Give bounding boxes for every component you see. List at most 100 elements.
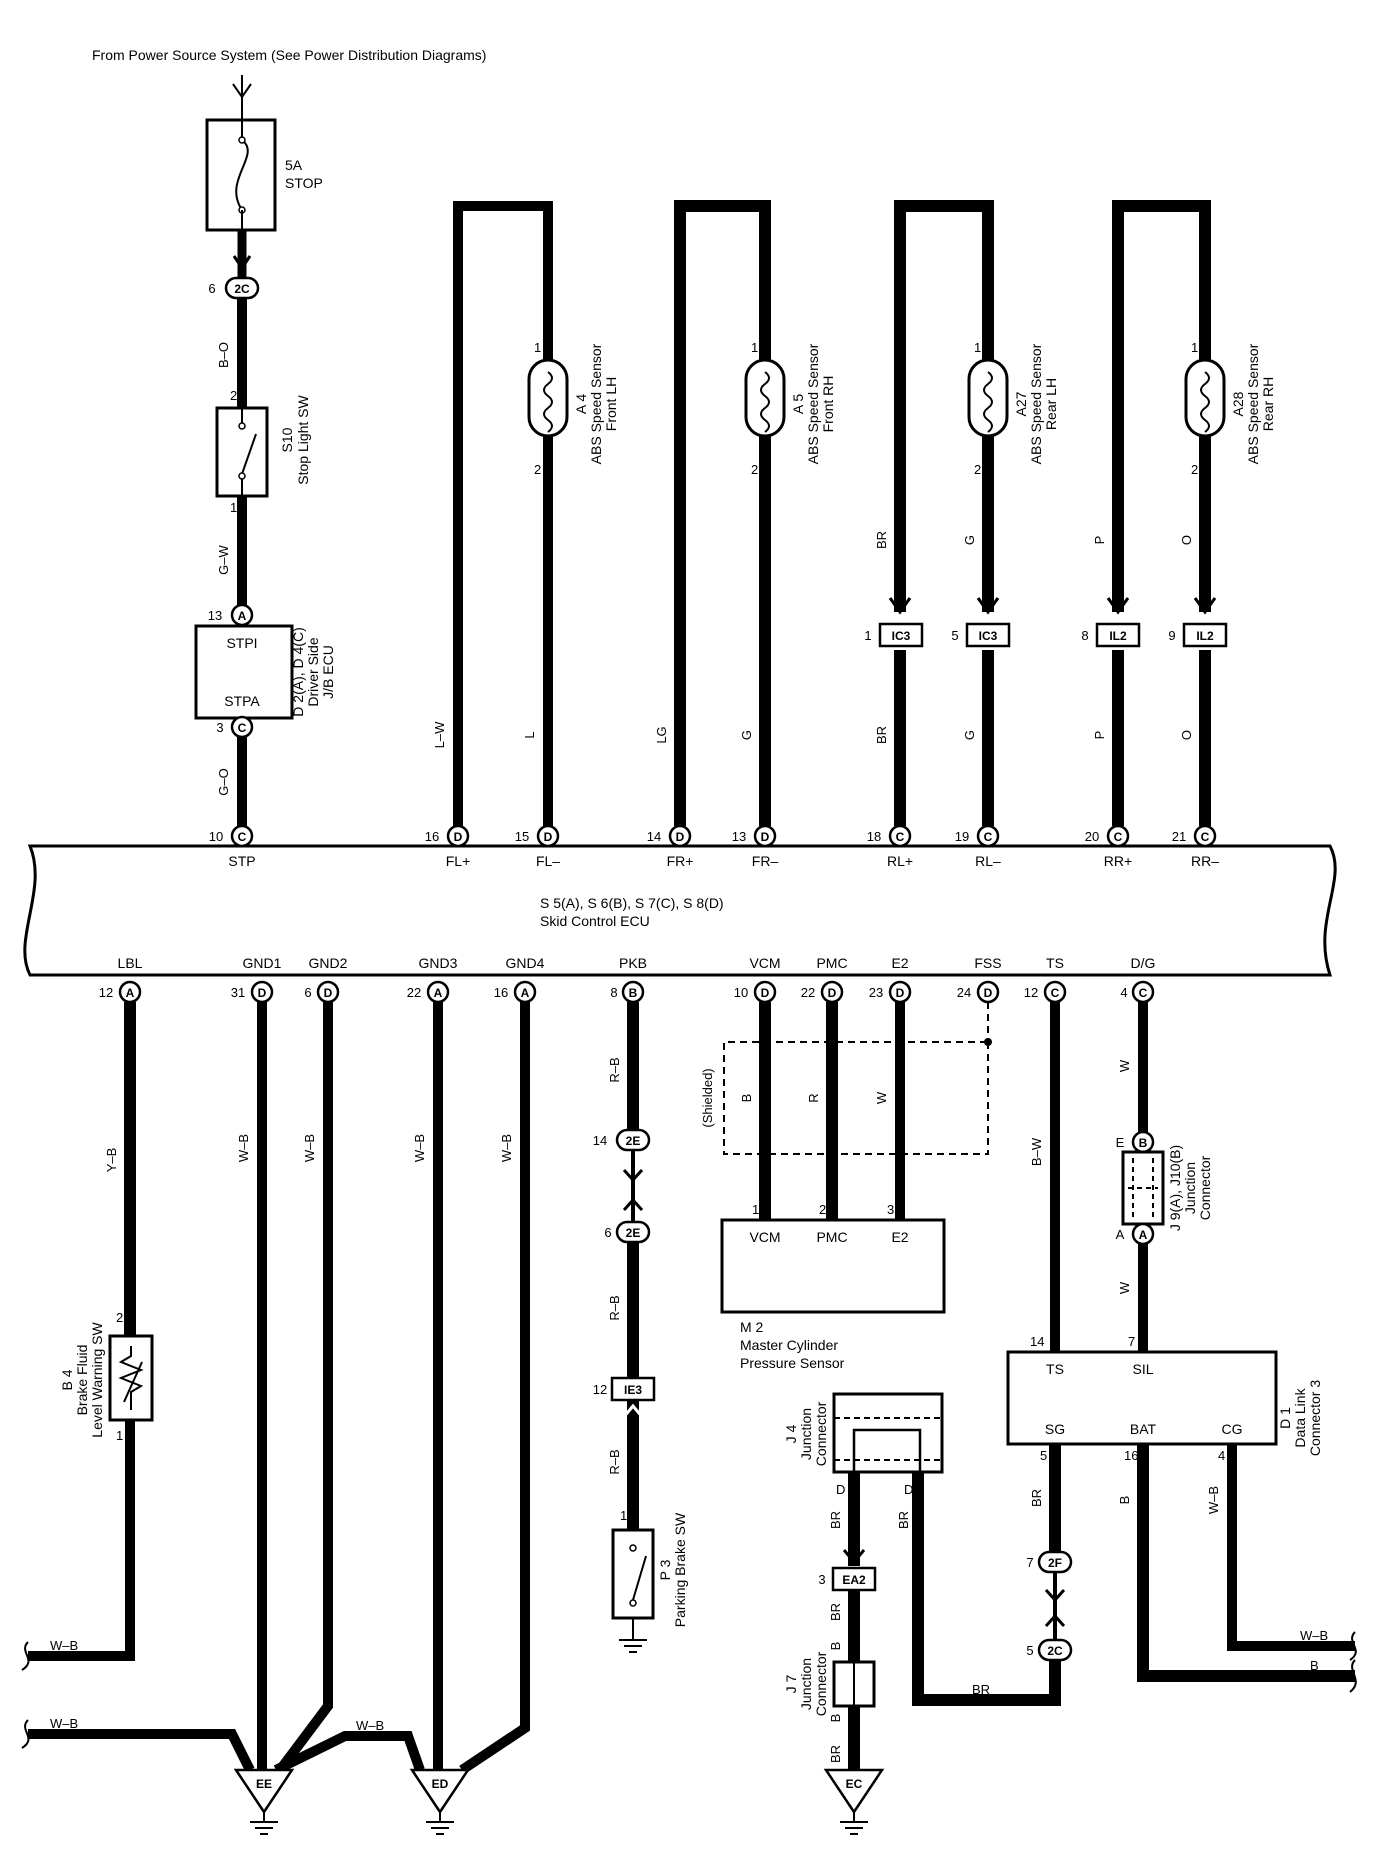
ecu-bottom-terminals: LBL A 12 GND1 D 31 GND2 D 6 GND3 A 22 GN… [99, 955, 1155, 1004]
svg-text:BR: BR [828, 1511, 843, 1529]
svg-text:3: 3 [887, 1202, 894, 1217]
svg-text:D: D [454, 830, 463, 844]
svg-text:BR: BR [874, 726, 889, 744]
svg-text:J 9(A), J10(B): J 9(A), J10(B) [1167, 1145, 1183, 1231]
svg-text:12: 12 [593, 1382, 607, 1397]
svg-text:1: 1 [752, 1202, 759, 1217]
svg-text:C: C [1201, 830, 1210, 844]
svg-text:A 4: A 4 [573, 394, 589, 414]
svg-text:BR: BR [828, 1745, 843, 1763]
svg-text:3: 3 [818, 1572, 825, 1587]
fuse-rating: 5A [285, 157, 303, 173]
svg-text:FL+: FL+ [446, 853, 471, 869]
svg-text:IC3: IC3 [892, 629, 911, 643]
connector-il2-rr-plus: IL2 [1095, 622, 1141, 648]
svg-text:W–B: W–B [236, 1134, 251, 1162]
svg-text:ABS Speed Sensor: ABS Speed Sensor [805, 343, 821, 464]
svg-text:B: B [1139, 1136, 1148, 1150]
junction-connector-j9-j10 [1121, 1150, 1165, 1226]
svg-text:6: 6 [304, 985, 311, 1000]
svg-text:18: 18 [867, 829, 881, 844]
svg-text:Junction: Junction [798, 1658, 814, 1710]
svg-text:D: D [904, 1482, 913, 1497]
svg-text:1: 1 [230, 500, 237, 515]
svg-text:BR: BR [972, 1682, 990, 1697]
svg-text:Connector: Connector [813, 1651, 829, 1716]
svg-text:EE: EE [256, 1777, 272, 1791]
svg-text:R: R [806, 1093, 821, 1102]
svg-text:1: 1 [864, 628, 871, 643]
junction-connector-j7 [832, 1660, 876, 1708]
svg-text:8: 8 [610, 985, 617, 1000]
svg-text:D: D [828, 986, 837, 1000]
svg-text:22: 22 [801, 985, 815, 1000]
connector-il2-rr-minus: IL2 [1182, 622, 1228, 648]
svg-text:P: P [1092, 536, 1107, 545]
svg-text:P 3: P 3 [657, 1559, 673, 1580]
svg-text:B: B [828, 1642, 843, 1651]
svg-text:13: 13 [732, 829, 746, 844]
svg-text:A: A [434, 986, 443, 1000]
svg-text:2: 2 [534, 462, 541, 477]
svg-text:A28: A28 [1230, 391, 1246, 416]
svg-text:CG: CG [1222, 1421, 1243, 1437]
svg-text:GND1: GND1 [243, 955, 282, 971]
svg-text:D: D [324, 986, 333, 1000]
ground-ed: ED [409, 1768, 471, 1835]
svg-text:D: D [761, 830, 770, 844]
svg-text:W: W [874, 1091, 889, 1104]
svg-text:S10: S10 [279, 427, 295, 452]
svg-text:A: A [126, 986, 135, 1000]
svg-text:D: D [544, 830, 553, 844]
svg-text:G: G [962, 730, 977, 740]
svg-text:TS: TS [1046, 1361, 1064, 1377]
svg-text:16: 16 [425, 829, 439, 844]
svg-text:E: E [1116, 1135, 1125, 1150]
svg-text:9: 9 [1168, 628, 1175, 643]
svg-text:ABS Speed Sensor: ABS Speed Sensor [1245, 343, 1261, 464]
skid-control-ecu [23, 844, 1337, 977]
svg-text:D: D [896, 986, 905, 1000]
svg-text:ED: ED [432, 1777, 449, 1791]
svg-text:A27: A27 [1013, 391, 1029, 416]
svg-text:Driver Side: Driver Side [305, 637, 321, 706]
svg-text:STP: STP [228, 853, 255, 869]
svg-text:23: 23 [869, 985, 883, 1000]
svg-text:W–B: W–B [1300, 1628, 1328, 1643]
svg-text:L: L [522, 731, 537, 738]
svg-text:SG: SG [1045, 1421, 1065, 1437]
svg-text:J 7: J 7 [783, 1674, 799, 1693]
svg-text:Front LH: Front LH [603, 377, 619, 431]
svg-text:B: B [629, 986, 638, 1000]
shield-outline [723, 1041, 989, 1155]
svg-text:1: 1 [974, 340, 981, 355]
abs-sensor-front-rh [744, 358, 786, 438]
svg-text:D: D [761, 986, 770, 1000]
svg-text:IL2: IL2 [1109, 629, 1127, 643]
svg-text:2E: 2E [626, 1226, 641, 1240]
svg-text:Master Cylinder: Master Cylinder [740, 1337, 838, 1353]
svg-text:B–O: B–O [216, 342, 231, 368]
svg-text:A: A [238, 609, 247, 623]
connector-ic3-rl-minus: IC3 [965, 622, 1011, 648]
svg-text:B: B [739, 1094, 754, 1103]
connector-ic3-rl-plus: IC3 [878, 622, 924, 648]
connector-2c-lower: 2C [1037, 1638, 1073, 1662]
svg-text:2: 2 [116, 1310, 123, 1325]
svg-text:A: A [1139, 1228, 1148, 1242]
svg-text:12: 12 [99, 985, 113, 1000]
svg-text:D 1: D 1 [1277, 1407, 1293, 1429]
svg-text:2: 2 [1191, 462, 1198, 477]
svg-text:FR+: FR+ [667, 853, 694, 869]
svg-text:W–B: W–B [356, 1718, 384, 1733]
svg-text:IL2: IL2 [1196, 629, 1214, 643]
svg-text:RR+: RR+ [1104, 853, 1132, 869]
abs-sensor-front-lh [527, 358, 569, 438]
connector-2c-top: 2C [224, 276, 260, 300]
svg-text:RL+: RL+ [887, 853, 913, 869]
svg-text:24: 24 [957, 985, 971, 1000]
svg-text:Connector: Connector [813, 1401, 829, 1466]
svg-text:ABS Speed Sensor: ABS Speed Sensor [1028, 343, 1044, 464]
svg-text:4: 4 [1120, 985, 1127, 1000]
